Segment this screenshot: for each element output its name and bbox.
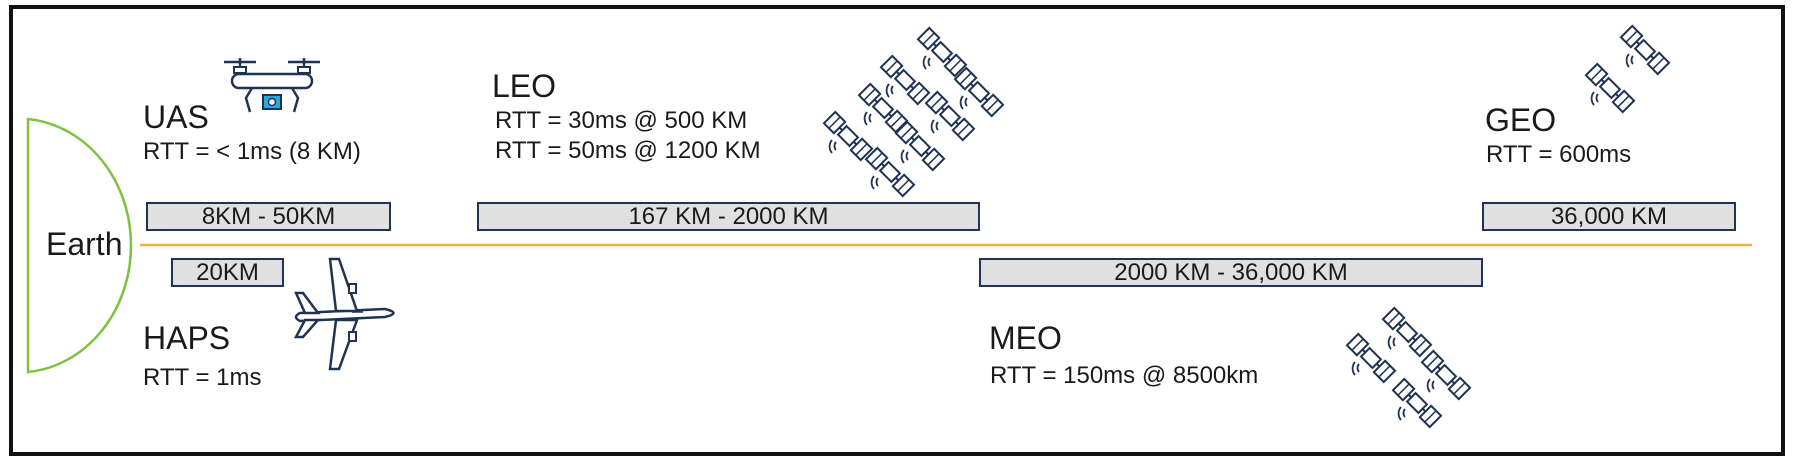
meo-satellite-icon-group [1345, 306, 1472, 429]
leo-rtt-1: RTT = 30ms @ 500 KM [495, 107, 748, 134]
uas-rtt: RTT = < 1ms (8 KM) [143, 138, 361, 165]
geo-title: GEO [1485, 102, 1557, 138]
leo-rtt-2: RTT = 50ms @ 1200 KM [495, 137, 761, 164]
geo-satellite-icon-group [1584, 24, 1671, 114]
geo-rtt: RTT = 600ms [1486, 141, 1632, 168]
uas-title: UAS [143, 99, 209, 135]
drone-icon [224, 58, 320, 113]
geo-altitude-band: 36,000 KM [1482, 202, 1736, 231]
earth-outline [26, 117, 133, 374]
earth-label: Earth [46, 226, 123, 262]
leo-altitude-band: 167 KM - 2000 KM [477, 202, 980, 231]
meo-rtt: RTT = 150ms @ 8500km [990, 362, 1259, 389]
meo-altitude-band: 2000 KM - 36,000 KM [979, 258, 1483, 287]
meo-title: MEO [989, 320, 1062, 356]
leo-satellite-icon-group [822, 26, 1005, 198]
haps-altitude-band: 20KM [171, 258, 284, 287]
uas-altitude-band: 8KM - 50KM [146, 202, 391, 231]
airplane-icon [293, 257, 395, 371]
haps-rtt: RTT = 1ms [143, 364, 262, 391]
diagram-frame [9, 5, 1785, 456]
leo-title: LEO [492, 68, 557, 104]
haps-title: HAPS [143, 320, 231, 356]
